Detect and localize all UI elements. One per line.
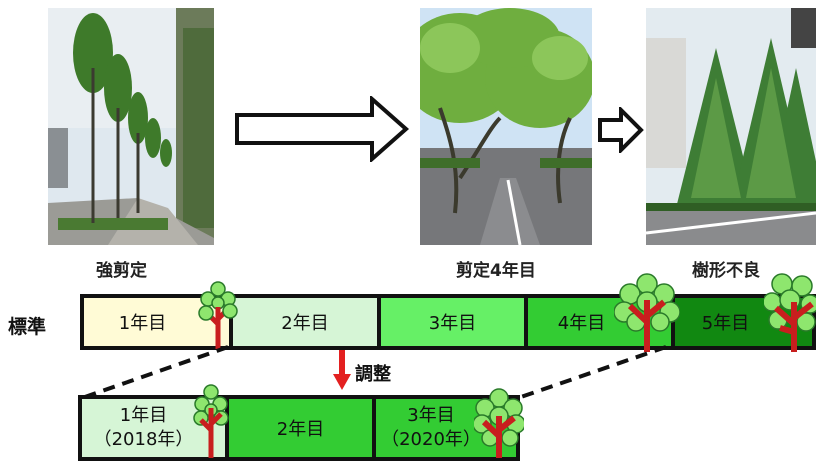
adjust-label: 調整 [355,364,391,385]
small-arrow-icon [598,107,644,153]
adjusted-year-2-label: 2年目 [276,419,325,440]
adjusted-year-2: 2年目 [229,399,376,457]
photo-bad-shape [646,8,816,245]
adjusted-year-3: 3年目 （2020年） [376,399,516,457]
standard-year-3: 3年目 [381,298,528,346]
adjusted-year-3-year: （2020年） [381,429,481,450]
adjusted-timeline: 1年目 （2018年） 2年目 3年目 （2020年） [78,395,520,461]
adjusted-year-1-label: 1年目 [119,405,168,426]
standard-year-2: 2年目 [233,298,381,346]
photo-strong-prune [48,8,214,245]
caption-bad-shape: 樹形不良 [692,261,760,281]
adjusted-year-1-year: （2018年） [93,429,194,450]
caption-strong-prune: 強剪定 [96,261,147,281]
standard-label: 標準 [8,316,47,338]
adjusted-year-3-label: 3年目 [407,405,455,426]
photo-prune-4th [420,8,592,245]
adjust-arrow-icon [333,350,351,390]
adjusted-year-1: 1年目 （2018年） [82,399,229,457]
big-arrow-icon [235,96,410,162]
caption-prune-4th: 剪定4年目 [456,261,536,281]
